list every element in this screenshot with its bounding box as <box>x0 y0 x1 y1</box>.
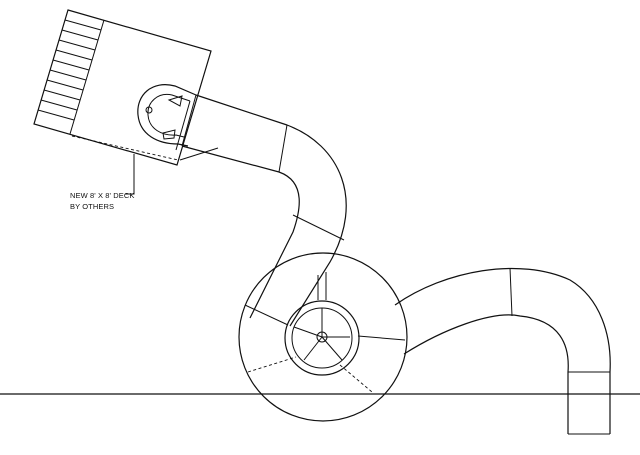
deck-platform <box>33 9 212 166</box>
slide-flume-lower <box>394 267 611 373</box>
annotation-leader <box>125 154 135 195</box>
slide-flume-upper <box>181 94 347 327</box>
slide-spiral <box>238 252 408 422</box>
annotation-line-1: NEW 8' X 8' DECK <box>70 191 134 200</box>
slide-entry <box>137 84 219 161</box>
deck-stairs <box>37 19 102 121</box>
slide-exit-runout <box>567 371 611 435</box>
annotation-line-2: BY OTHERS <box>70 202 114 211</box>
